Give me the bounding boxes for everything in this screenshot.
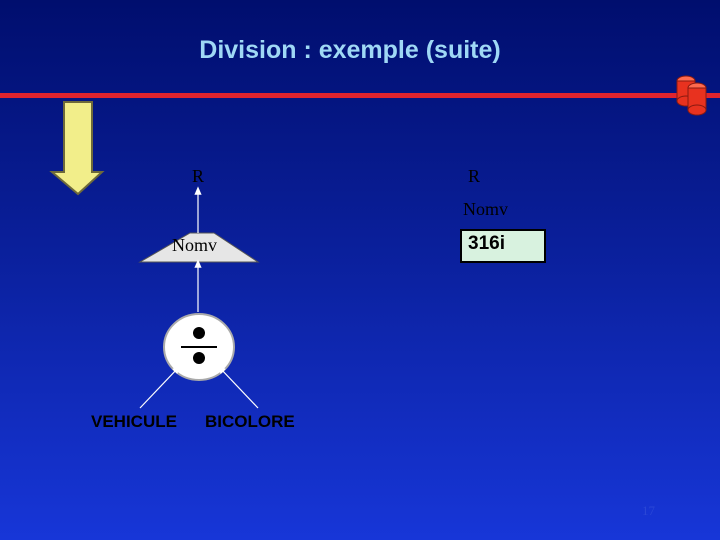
projection-label: Nomv <box>172 235 217 255</box>
slide-title: Division : exemple (suite) <box>199 36 501 64</box>
result-column-header: Nomv <box>463 199 508 219</box>
result-cell: 316i <box>468 233 505 254</box>
projection-node <box>138 232 260 263</box>
down-arrow-icon <box>49 101 105 196</box>
result-label-left: R <box>192 166 205 186</box>
database-icon <box>676 75 707 116</box>
edge-vehicule-to-division <box>139 365 181 409</box>
page-number: 17 <box>642 503 655 518</box>
relation-vehicule: VEHICULE <box>91 412 177 431</box>
result-label-right: R <box>468 166 481 186</box>
title-divider <box>0 93 720 98</box>
edge-bicolore-to-division <box>217 365 259 409</box>
result-table <box>460 229 546 263</box>
relation-bicolore: BICOLORE <box>205 412 295 431</box>
division-operator-node <box>163 313 235 381</box>
